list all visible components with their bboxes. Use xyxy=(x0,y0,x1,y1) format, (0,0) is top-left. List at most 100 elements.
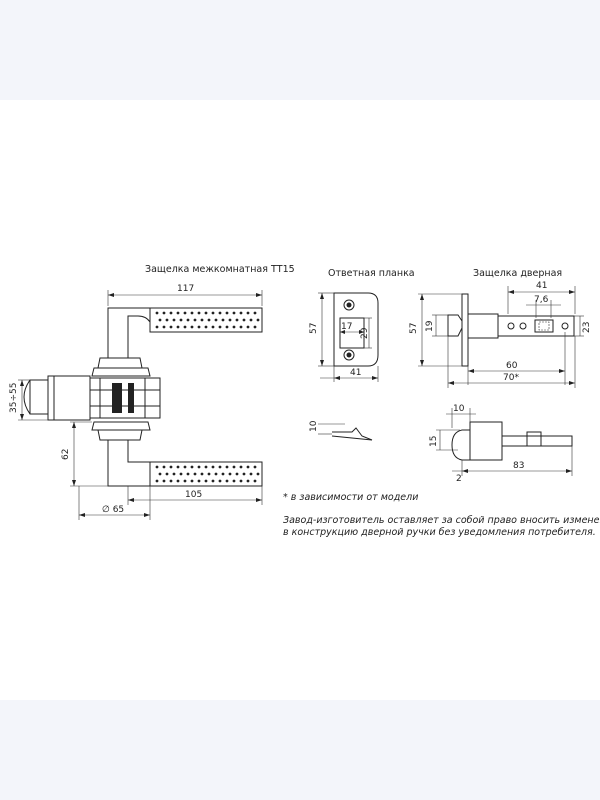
texture-dot xyxy=(253,311,257,315)
texture-dot xyxy=(249,472,253,476)
texture-dot xyxy=(218,311,222,315)
texture-dot xyxy=(186,318,190,322)
texture-dot xyxy=(221,318,225,322)
upper-lever xyxy=(91,307,263,377)
texture-dot xyxy=(186,472,190,476)
dim-62-label: 62 xyxy=(61,449,71,460)
dim-10-latch-label: 10 xyxy=(453,404,465,414)
texture-dot xyxy=(176,325,180,329)
texture-dot xyxy=(158,318,162,322)
texture-dot xyxy=(197,465,201,469)
model-note: * в зависимости от модели xyxy=(283,492,418,503)
dim-57-strike-label: 57 xyxy=(309,323,319,334)
dim-7-6-label: 7,6 xyxy=(534,295,549,305)
texture-dot xyxy=(253,325,257,329)
texture-dot xyxy=(232,311,236,315)
dim-105: 105 xyxy=(127,486,263,505)
dim-35-55-label: 35÷55 xyxy=(9,383,19,413)
texture-dot xyxy=(162,325,166,329)
dim-83-label: 83 xyxy=(513,461,524,471)
texture-dot xyxy=(179,318,183,322)
texture-dot xyxy=(253,465,257,469)
dim-41-strike-label: 41 xyxy=(350,368,361,378)
texture-dot xyxy=(190,479,194,483)
texture-dot xyxy=(172,318,176,322)
texture-dot xyxy=(239,479,243,483)
texture-dot xyxy=(239,465,243,469)
texture-dot xyxy=(190,465,194,469)
texture-dot xyxy=(183,311,187,315)
dim-62: 62 xyxy=(61,421,108,487)
texture-dot xyxy=(246,311,250,315)
texture-dot xyxy=(235,472,239,476)
texture-dot xyxy=(211,479,215,483)
texture-dot xyxy=(165,318,169,322)
texture-dot xyxy=(246,465,250,469)
texture-dot xyxy=(218,465,222,469)
dim-117: 117 xyxy=(107,284,263,306)
dim-105-label: 105 xyxy=(185,490,202,500)
texture-dot xyxy=(228,472,232,476)
upper-lever-texture xyxy=(155,311,260,329)
dim-65: ∅ 65 xyxy=(78,486,151,520)
texture-dot xyxy=(214,472,218,476)
texture-dot xyxy=(204,465,208,469)
texture-dot xyxy=(193,472,197,476)
texture-dot xyxy=(221,472,225,476)
lower-lever-texture xyxy=(155,465,260,483)
texture-dot xyxy=(239,325,243,329)
latch-mechanism xyxy=(23,375,161,421)
texture-dot xyxy=(169,465,173,469)
strike-plate-drawing: 57 17 29 41 10 xyxy=(309,292,379,441)
texture-dot xyxy=(256,472,260,476)
texture-dot xyxy=(204,479,208,483)
texture-dot xyxy=(256,318,260,322)
texture-dot xyxy=(200,318,204,322)
texture-dot xyxy=(228,318,232,322)
texture-dot xyxy=(183,479,187,483)
texture-dot xyxy=(169,325,173,329)
dim-15-label: 15 xyxy=(429,436,439,447)
dim-10-strike-label: 10 xyxy=(309,420,319,432)
texture-dot xyxy=(242,472,246,476)
title-latch-interior: Защелка межкомнатная ТТ15 xyxy=(145,264,295,275)
dim-65-label: ∅ 65 xyxy=(102,505,124,515)
texture-dot xyxy=(193,318,197,322)
texture-dot xyxy=(225,465,229,469)
texture-dot xyxy=(218,479,222,483)
texture-dot xyxy=(197,479,201,483)
texture-dot xyxy=(155,311,159,315)
texture-dot xyxy=(211,465,215,469)
texture-dot xyxy=(176,465,180,469)
texture-dot xyxy=(172,472,176,476)
texture-dot xyxy=(207,318,211,322)
texture-dot xyxy=(211,325,215,329)
texture-dot xyxy=(232,465,236,469)
dim-29-label: 29 xyxy=(360,327,370,339)
dim-60-label: 60 xyxy=(506,361,518,371)
texture-dot xyxy=(225,325,229,329)
texture-dot xyxy=(242,318,246,322)
dim-70-label: 70* xyxy=(503,373,519,383)
dim-35-55: 35÷55 xyxy=(9,379,48,421)
dim-2-label: 2 xyxy=(456,474,462,484)
drawing-sheet: Защелка межкомнатная ТТ15 Ответная планк… xyxy=(0,100,600,700)
texture-dot xyxy=(162,479,166,483)
title-strike-plate: Ответная планка xyxy=(328,268,415,279)
texture-dot xyxy=(232,325,236,329)
dim-57-latch-label: 57 xyxy=(409,323,419,334)
texture-dot xyxy=(155,325,159,329)
texture-dot xyxy=(197,311,201,315)
texture-dot xyxy=(211,311,215,315)
texture-dot xyxy=(225,479,229,483)
title-latch-door: Защелка дверная xyxy=(473,268,562,279)
texture-dot xyxy=(190,325,194,329)
texture-dot xyxy=(246,479,250,483)
disclaimer-line-1: Завод-изготовитель оставляет за собой пр… xyxy=(283,515,600,526)
texture-dot xyxy=(235,318,239,322)
dim-23-label: 23 xyxy=(582,322,592,333)
texture-dot xyxy=(162,465,166,469)
texture-dot xyxy=(165,472,169,476)
texture-dot xyxy=(155,465,159,469)
technical-drawing: Защелка межкомнатная ТТ15 Ответная планк… xyxy=(9,264,600,538)
